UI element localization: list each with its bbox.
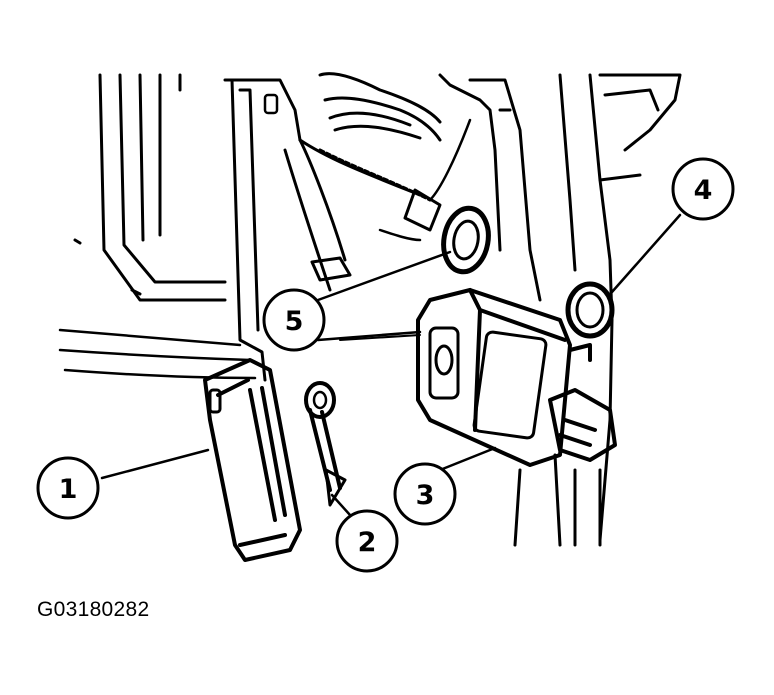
vehicle-body-structure: [58, 72, 682, 547]
callout-label-2: 2: [358, 527, 377, 558]
callout-circle-2: [335, 509, 399, 573]
callout-label-1: 1: [59, 474, 78, 505]
callout-circle-3: [393, 462, 457, 526]
figure-code: G03180282: [37, 598, 150, 621]
control-module-part-3: [416, 288, 617, 467]
seal-ring-part-4: [565, 281, 615, 339]
leader-lines: [100, 213, 682, 517]
leader-line-2: [330, 493, 352, 517]
leader-line-1: [100, 448, 210, 480]
grommet-part-5: [441, 205, 491, 275]
leader-line-3: [438, 446, 497, 472]
callout-circle-5: [262, 288, 326, 352]
leader-line-4: [610, 213, 682, 294]
callout-label-3: 3: [416, 480, 435, 511]
callout-circle-4: [671, 157, 735, 221]
callout-circle-1: [36, 456, 100, 520]
fastener-part-2: [304, 381, 347, 507]
callout-label-4: 4: [694, 175, 713, 206]
leader-line-5: [316, 250, 452, 302]
callout-label-5: 5: [285, 306, 304, 337]
bracket-part-1: [203, 358, 302, 562]
